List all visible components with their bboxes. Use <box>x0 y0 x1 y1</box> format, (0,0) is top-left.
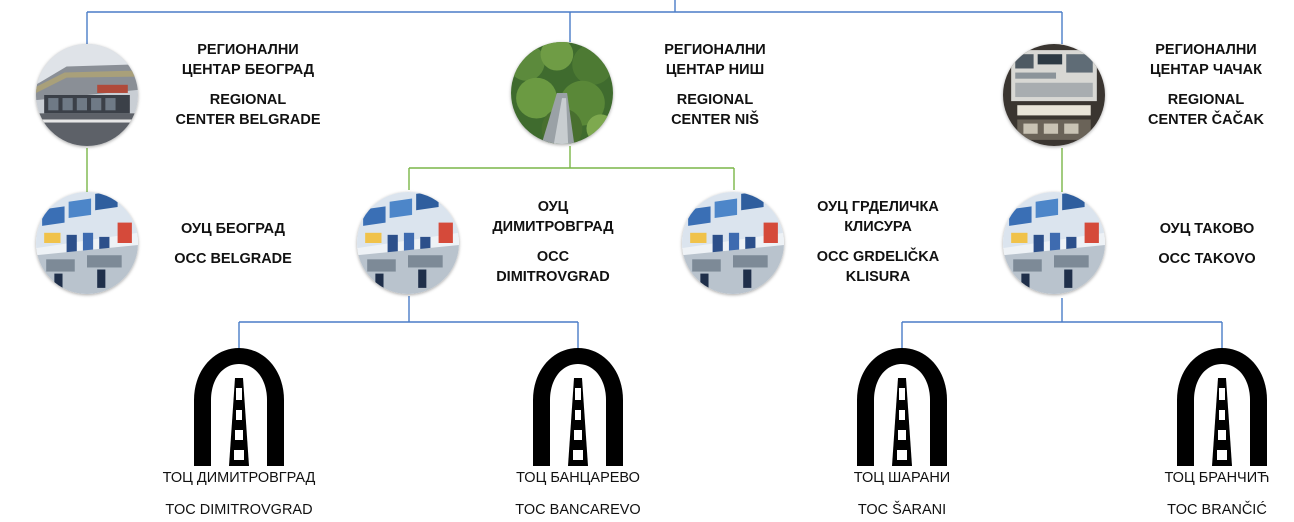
name-en: TOC BANCAREVO <box>515 502 641 518</box>
toc-brancic-label: ТОЦ БРАНЧИЋ TOC BRANČIĆ <box>1144 468 1290 520</box>
regional-center-belgrade-label: РЕГИОНАЛНИ ЦЕНТАР БЕОГРАД REGIONAL CENTE… <box>164 40 332 130</box>
occ-dimitrovgrad-label: ОУЦ ДИМИТРОВГРАД OCC DIMITROVGRAD <box>478 197 628 287</box>
name-sr: ТОЦ ШАРАНИ <box>853 470 951 486</box>
name-en-line-1: OCC BELGRADE <box>174 251 292 267</box>
name-en-line-2: DIMITROVGRAD <box>496 269 610 285</box>
name-sr-line-1: ОУЦ <box>537 199 569 215</box>
name-sr: ТОЦ ДИМИТРОВГРАД <box>162 470 316 486</box>
tunnel-icon <box>1177 348 1267 466</box>
occ-belgrade-label: ОУЦ БЕОГРАД OCC BELGRADE <box>162 219 304 269</box>
name-sr: ТОЦ БАНЦАРЕВО <box>516 470 640 486</box>
tunnel-icon <box>857 348 947 466</box>
control-room-icon <box>682 192 784 294</box>
name-sr-line-2: КЛИСУРА <box>844 219 912 235</box>
name-sr-line-2: ЦЕНТАР ЧАЧАК <box>1150 62 1262 78</box>
region-occ-connector <box>86 146 1063 192</box>
name-en: TOC DIMITROVGRAD <box>165 502 313 518</box>
name-sr-line-1: ОУЦ БЕОГРАД <box>181 221 285 237</box>
tunnel-icon <box>533 348 623 466</box>
control-room-icon <box>1003 192 1105 294</box>
name-en-line-1: OCC TAKOVO <box>1158 251 1256 267</box>
name-en-line-1: REGIONAL <box>209 92 287 108</box>
name-sr-line-1: РЕГИОНАЛНИ <box>1155 42 1257 58</box>
control-room-icon <box>36 192 138 294</box>
control-panel-photo-icon <box>1003 44 1105 146</box>
forest-photo-icon <box>511 42 613 144</box>
name-en-line-1: REGIONAL <box>1167 92 1245 108</box>
control-room-icon <box>357 192 459 294</box>
regional-center-cacak-label: РЕГИОНАЛНИ ЦЕНТАР ЧАЧАК REGIONAL CENTER … <box>1124 40 1288 130</box>
tunnel-icon <box>194 348 284 466</box>
name-en-line-1: OCC <box>536 249 570 265</box>
occ-takovo-label: ОУЦ ТАКОВО OCC TAKOVO <box>1134 219 1280 269</box>
name-sr-line-2: ЦЕНТАР БЕОГРАД <box>181 62 315 78</box>
building-photo-icon <box>36 44 138 146</box>
name-en-line-1: OCC GRDELIČKA <box>816 249 940 265</box>
regional-center-nis-label: РЕГИОНАЛНИ ЦЕНТАР НИШ REGIONAL CENTER NI… <box>640 40 790 130</box>
name-sr-line-2: ЦЕНТАР НИШ <box>665 62 765 78</box>
name-sr-line-1: ОУЦ ГРДЕЛИЧКА <box>817 199 939 215</box>
name-sr-line-2: ДИМИТРОВГРАД <box>492 219 614 235</box>
occ-toc-connector <box>238 296 1223 348</box>
name-en: TOC BRANČIĆ <box>1167 502 1267 518</box>
name-sr-line-1: РЕГИОНАЛНИ <box>664 42 766 58</box>
toc-bancarevo-label: ТОЦ БАНЦАРЕВО TOC BANCAREVO <box>488 468 668 520</box>
toc-sarani-label: ТОЦ ШАРАНИ TOC ŠARANI <box>822 468 982 520</box>
name-en-line-2: CENTER NIŠ <box>671 112 759 128</box>
name-en-line-1: REGIONAL <box>676 92 754 108</box>
name-sr-line-1: РЕГИОНАЛНИ <box>197 42 299 58</box>
name-en-line-2: CENTER BELGRADE <box>175 112 321 128</box>
name-en-line-2: KLISURA <box>845 269 911 285</box>
name-sr: ТОЦ БРАНЧИЋ <box>1164 470 1270 486</box>
name-en-line-2: CENTER ČAČAK <box>1148 112 1264 128</box>
occ-grdelicka-label: ОУЦ ГРДЕЛИЧКА КЛИСУРА OCC GRDELIČKA KLIS… <box>800 197 956 287</box>
name-en: TOC ŠARANI <box>857 502 947 518</box>
top-connector <box>86 0 1063 44</box>
toc-dimitrovgrad-label: ТОЦ ДИМИТРОВГРАД TOC DIMITROVGRAD <box>129 468 349 520</box>
name-sr-line-1: ОУЦ ТАКОВО <box>1159 221 1255 237</box>
